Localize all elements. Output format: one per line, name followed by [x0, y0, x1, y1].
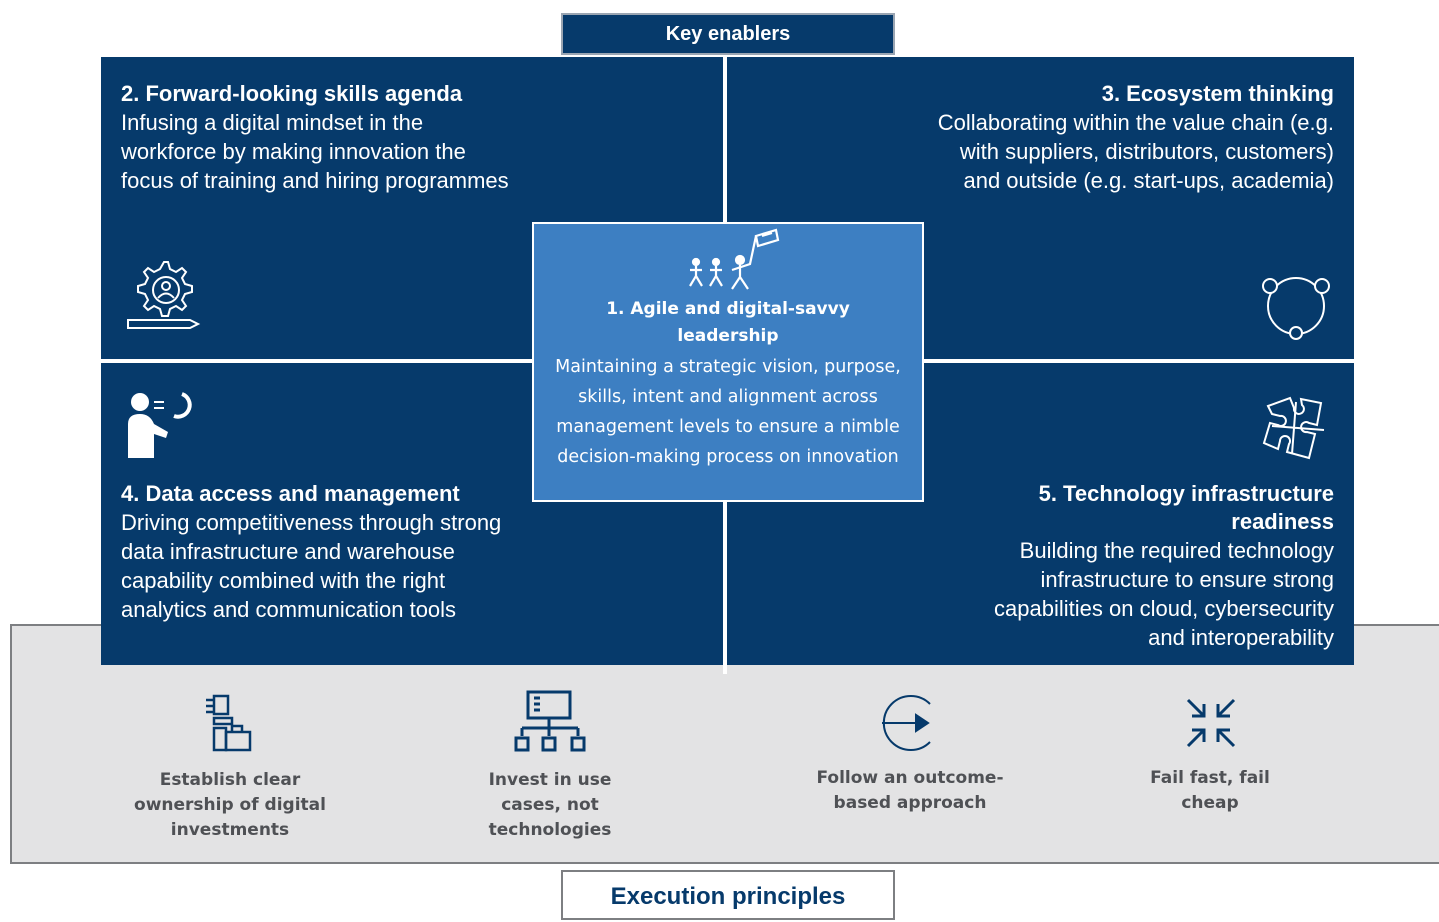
puzzle-icon — [1260, 392, 1332, 464]
ecosystem-title: 3. Ecosystem thinking — [1101, 81, 1334, 106]
data-body: Driving competitiveness through strong d… — [121, 510, 502, 622]
leadership-box — [532, 222, 924, 502]
technology-title: 5. Technology infrastructure readiness — [1038, 481, 1334, 534]
ecosystem-body: Collaborating within the value chain (e.… — [937, 110, 1334, 193]
leadership-title: 1. Agile and digital-savvy leadership — [606, 299, 850, 346]
key-enablers-header: Key enablers — [561, 13, 895, 55]
arrow-circle-icon — [876, 692, 940, 754]
principle-ownership: Establish clear ownership of digital inv… — [134, 770, 326, 840]
principle-use-cases: Invest in use cases, not technologies — [488, 770, 612, 840]
principle-fail-fast: Fail fast, fail cheap — [1150, 768, 1270, 813]
compress-arrows-icon — [1184, 696, 1238, 750]
walking-group-flag-icon — [684, 226, 780, 290]
leadership-body: Maintaining a strategic vision, purpose,… — [555, 357, 901, 467]
hierarchy-icon — [514, 688, 586, 758]
skills-body: Infusing a digital mindset in the workfo… — [121, 110, 509, 193]
technology-body: Building the required technology infrast… — [994, 538, 1334, 650]
gear-person-icon — [124, 252, 204, 332]
ecosystem-text: 3. Ecosystem thinking Collaborating with… — [930, 80, 1334, 195]
skills-title: 2. Forward-looking skills agenda — [121, 81, 463, 106]
execution-principles-label: Execution principles — [561, 870, 895, 920]
presenter-chart-icon — [124, 388, 196, 460]
ownership-icon — [202, 692, 256, 754]
network-circle-icon — [1258, 270, 1334, 340]
data-title: 4. Data access and management — [121, 481, 460, 506]
principle-outcome: Follow an outcome-based approach — [816, 768, 1004, 813]
skills-text: 2. Forward-looking skills agenda Infusin… — [121, 80, 521, 195]
data-text: 4. Data access and management Driving co… — [121, 480, 521, 624]
technology-text: 5. Technology infrastructure readiness B… — [960, 480, 1334, 652]
